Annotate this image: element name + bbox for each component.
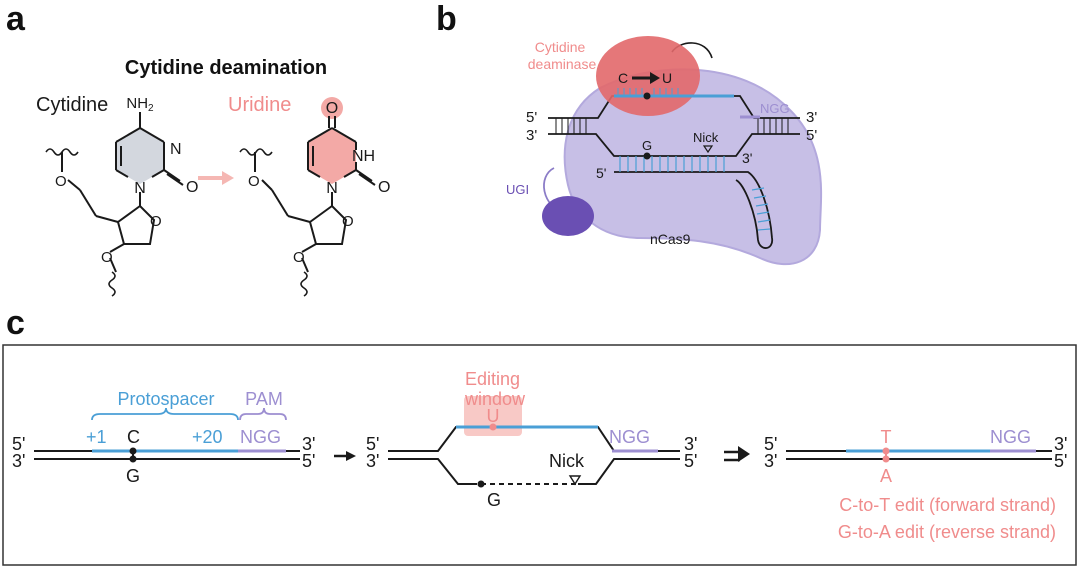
step3-ngg: NGG [990,427,1031,447]
panel-b-g: G [642,138,652,153]
cytidine-n3: N [170,141,182,158]
arrow-right-icon [334,451,356,461]
editing-window-label: Editing window [464,369,526,409]
step1-5prime-left: 5' [12,434,25,454]
arrow-right-icon [198,171,234,185]
panel-b-g-dot [643,152,651,160]
step1-ngg: NGG [240,427,281,447]
double-arrow-icon [724,446,750,462]
ugi-blob [542,196,594,236]
panel-a: a Cytidine deamination Cytidine Uridine [6,0,390,297]
step3-t-label: T [881,427,892,447]
cytidine-ring-o: O [150,213,162,230]
cytidine-ring-fill [116,128,164,184]
step2-ngg: NGG [609,427,650,447]
uridine-label: Uridine [228,94,291,116]
uridine-o3: O [293,249,305,266]
nick-marker-icon [568,475,582,486]
uridine-o4-highlight [321,97,343,119]
panel-b-rungs [555,118,789,134]
panel-c: c Protospacer PAM +1 C +20 NGG G 5' 3' 3… [2,304,1077,566]
panel-b-nick: Nick [693,130,719,145]
step2-u-label: U [487,406,500,426]
pam-label: PAM [245,389,283,409]
panel-b-ngg: NGG [760,101,790,116]
cytidine-o5: O [55,173,67,190]
deaminase-label: Cytidine deaminase [528,39,597,72]
step3-3prime-left: 3' [764,451,777,471]
step1-c-label: C [127,427,140,447]
uridine-structure [239,97,376,297]
cytidine-deaminase-blob [596,36,700,116]
plus20-label: +20 [192,427,223,447]
panel-b-5prime-right: 5' [806,127,817,144]
panel-b-c-dot [643,92,651,100]
panel-b-5prime-guide: 5' [596,165,606,181]
step2-5prime-right: 5' [684,451,697,471]
cytidine-o2: O [186,179,198,196]
cytidine-o3: O [101,249,113,266]
step1-g-label: G [126,466,140,486]
cytidine-label: Cytidine [36,94,108,116]
panel-b-letter: b [436,0,457,38]
cytidine-n1: N [134,180,146,197]
panel-a-letter: a [6,0,26,38]
uridine-o5: O [248,173,260,190]
panel-b-u: U [662,70,672,86]
pam-bracket [239,407,287,421]
panel-b: b [436,0,823,266]
step2-g-label: G [487,490,501,510]
panel-b-5prime-top: 5' [526,109,537,126]
step2-3prime-right: 3' [684,434,697,454]
protospacer-bracket [91,407,239,421]
step1-5prime-right: 5' [302,451,315,471]
step2-3prime-left: 3' [366,451,379,471]
uridine-n1: N [326,180,338,197]
uridine-ring-fill [308,128,356,184]
panel-c-letter: c [6,304,25,342]
uridine-ring-o: O [342,213,354,230]
panel-c-frame [2,344,1077,566]
ncas9-label: nCas9 [650,231,691,247]
panel-b-3prime-bottom: 3' [526,127,537,144]
panel-a-title: Cytidine deamination [125,57,327,79]
uridine-nh: NH [352,148,375,165]
cytidine-structure [45,112,184,297]
step2-g-dot [477,480,485,488]
step3-a-label: A [880,466,892,486]
panel-b-c: C [618,70,628,86]
step1-dna [34,407,300,463]
nick-marker-icon [702,145,714,154]
step1-3prime-right: 3' [302,434,315,454]
step3-5prime-right: 5' [1054,451,1067,471]
nh2-label: NH2 [126,95,154,114]
plus1-label: +1 [86,427,107,447]
edit-reverse-label: G-to-A edit (reverse strand) [838,522,1056,542]
step2-u-dot [489,423,497,431]
edit-forward-label: C-to-T edit (forward strand) [839,495,1056,515]
panel-b-3prime-guide: 3' [742,150,752,166]
uridine-o2: O [378,179,390,196]
panel-b-top-ticks [617,88,679,96]
step3-3prime-right: 3' [1054,434,1067,454]
protospacer-label: Protospacer [117,389,214,409]
step2-nick: Nick [549,451,585,471]
panel-b-guide-rungs [619,156,771,231]
step2-5prime-left: 5' [366,434,379,454]
panel-b-3prime-top: 3' [806,109,817,126]
step1-3prime-left: 3' [12,451,25,471]
c-to-u-arrow-icon [632,72,660,84]
step3-5prime-left: 5' [764,434,777,454]
ugi-label: UGI [506,182,529,197]
step3-dna [786,447,1052,463]
uridine-o4: O [326,100,338,117]
